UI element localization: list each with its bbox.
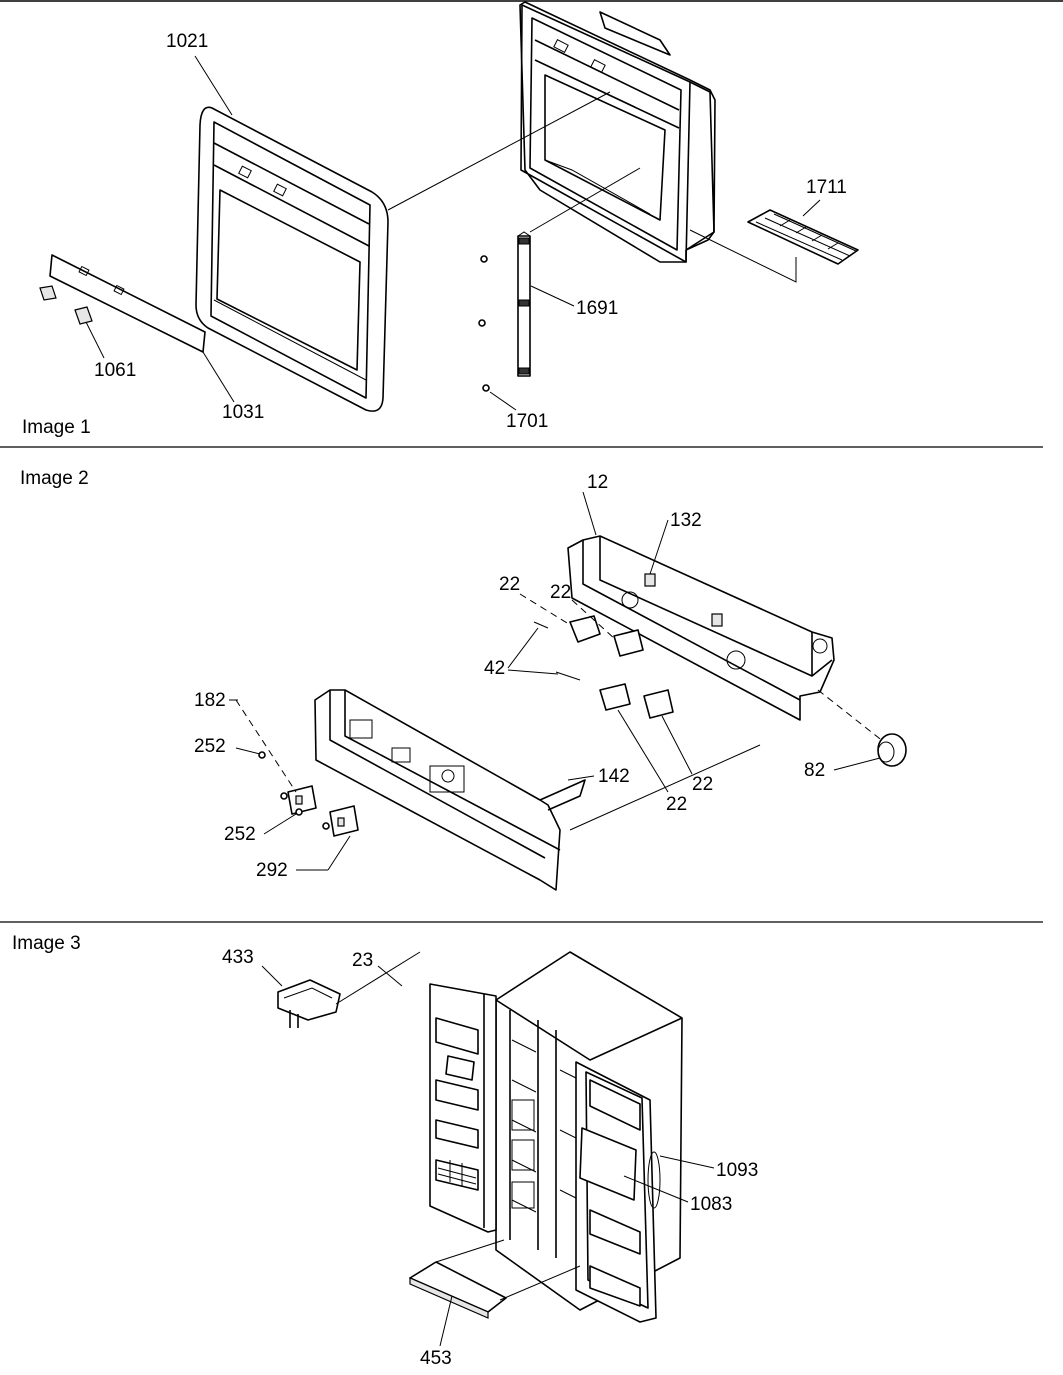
- callout-1691: 1691: [576, 298, 618, 319]
- callout-22d: 22: [666, 794, 687, 815]
- leader-22a: [519, 593, 573, 627]
- callout-292: 292: [256, 860, 288, 881]
- callout-22a: 22: [499, 574, 520, 595]
- part-1031-trim-strip: [49, 254, 206, 353]
- panel-image-3: Image 3: [12, 933, 758, 1369]
- callout-182: 182: [194, 690, 226, 711]
- assembly-line-knob: [817, 689, 885, 743]
- part-433-bin: [277, 979, 341, 1028]
- part-453-tray: [409, 1261, 507, 1319]
- callout-23: 23: [352, 950, 373, 971]
- panel-3-title: Image 3: [12, 933, 81, 954]
- callout-453: 453: [420, 1348, 452, 1369]
- leader-252b: [263, 813, 297, 835]
- part-1691-bracket: [517, 231, 531, 377]
- leader-42a: [507, 627, 539, 669]
- assembly-line-bracket: [529, 167, 641, 233]
- part-1021-cover-frame: [195, 106, 389, 412]
- callout-1701: 1701: [506, 411, 548, 432]
- callout-1711: 1711: [806, 177, 847, 198]
- part-left-door: [429, 983, 497, 1233]
- part-1701-screws: [478, 255, 490, 392]
- leader-453: [439, 1295, 453, 1347]
- part-right-door: [575, 1061, 661, 1323]
- part-182-switch-plate: [287, 785, 317, 815]
- leader-23: [377, 965, 403, 987]
- part-142-lower-bracket: [314, 689, 586, 891]
- callout-22b: 22: [550, 582, 571, 603]
- leader-12: [582, 491, 597, 536]
- panel-image-1: Image 1: [22, 1, 859, 438]
- part-42-screws: [533, 621, 581, 681]
- leader-22b: [571, 599, 617, 641]
- part-housing: [519, 1, 716, 263]
- part-252-screws: [258, 751, 330, 830]
- panel-1-title: Image 1: [22, 417, 91, 438]
- leader-132: [649, 519, 669, 575]
- callout-1031: 1031: [222, 402, 264, 423]
- panel-image-2: Image 2: [20, 468, 907, 891]
- leader-1093: [659, 1155, 715, 1169]
- leader-1031: [202, 351, 235, 403]
- part-1061-clips: [39, 285, 93, 325]
- callout-132: 132: [670, 510, 702, 531]
- assembly-line-plate-182: [235, 699, 297, 793]
- panel-2-title: Image 2: [20, 468, 89, 489]
- leader-1701: [489, 391, 517, 411]
- callout-252a: 252: [194, 736, 226, 757]
- assembly-line-frame-housing: [387, 91, 611, 211]
- assembly-line-bin: [335, 951, 421, 1005]
- part-12-upper-bracket: [567, 535, 835, 721]
- callout-1083: 1083: [690, 1194, 732, 1215]
- leader-22d: [617, 709, 669, 793]
- leader-1021: [194, 55, 233, 116]
- leader-1711: [802, 199, 821, 217]
- callout-1061: 1061: [94, 360, 136, 381]
- callout-42: 42: [484, 658, 505, 679]
- assembly-line-tray-b: [499, 1265, 581, 1301]
- leader-1061: [85, 321, 105, 359]
- leader-433: [261, 965, 283, 987]
- leader-292b: [327, 835, 351, 871]
- callout-142: 142: [598, 766, 630, 787]
- leader-252a: [235, 747, 261, 755]
- callout-22c: 22: [692, 774, 713, 795]
- callout-433: 433: [222, 947, 254, 968]
- leader-142: [567, 775, 595, 781]
- leader-1691: [530, 285, 575, 307]
- assembly-line-grille: [689, 229, 797, 283]
- callout-252b: 252: [224, 824, 256, 845]
- callout-1021: 1021: [166, 31, 208, 52]
- leader-42b: [507, 669, 559, 675]
- assembly-line-tray-a: [435, 1239, 505, 1263]
- callout-1093: 1093: [716, 1160, 758, 1181]
- part-22-switches: [569, 615, 674, 719]
- part-82-knob: [877, 733, 907, 767]
- leader-82: [833, 757, 881, 771]
- part-1711-grille: [747, 209, 859, 265]
- callout-82: 82: [804, 760, 825, 781]
- part-292-switch-plate: [329, 805, 359, 837]
- leader-22c: [661, 715, 693, 775]
- callout-12: 12: [587, 472, 608, 493]
- leader-1083: [623, 1175, 689, 1203]
